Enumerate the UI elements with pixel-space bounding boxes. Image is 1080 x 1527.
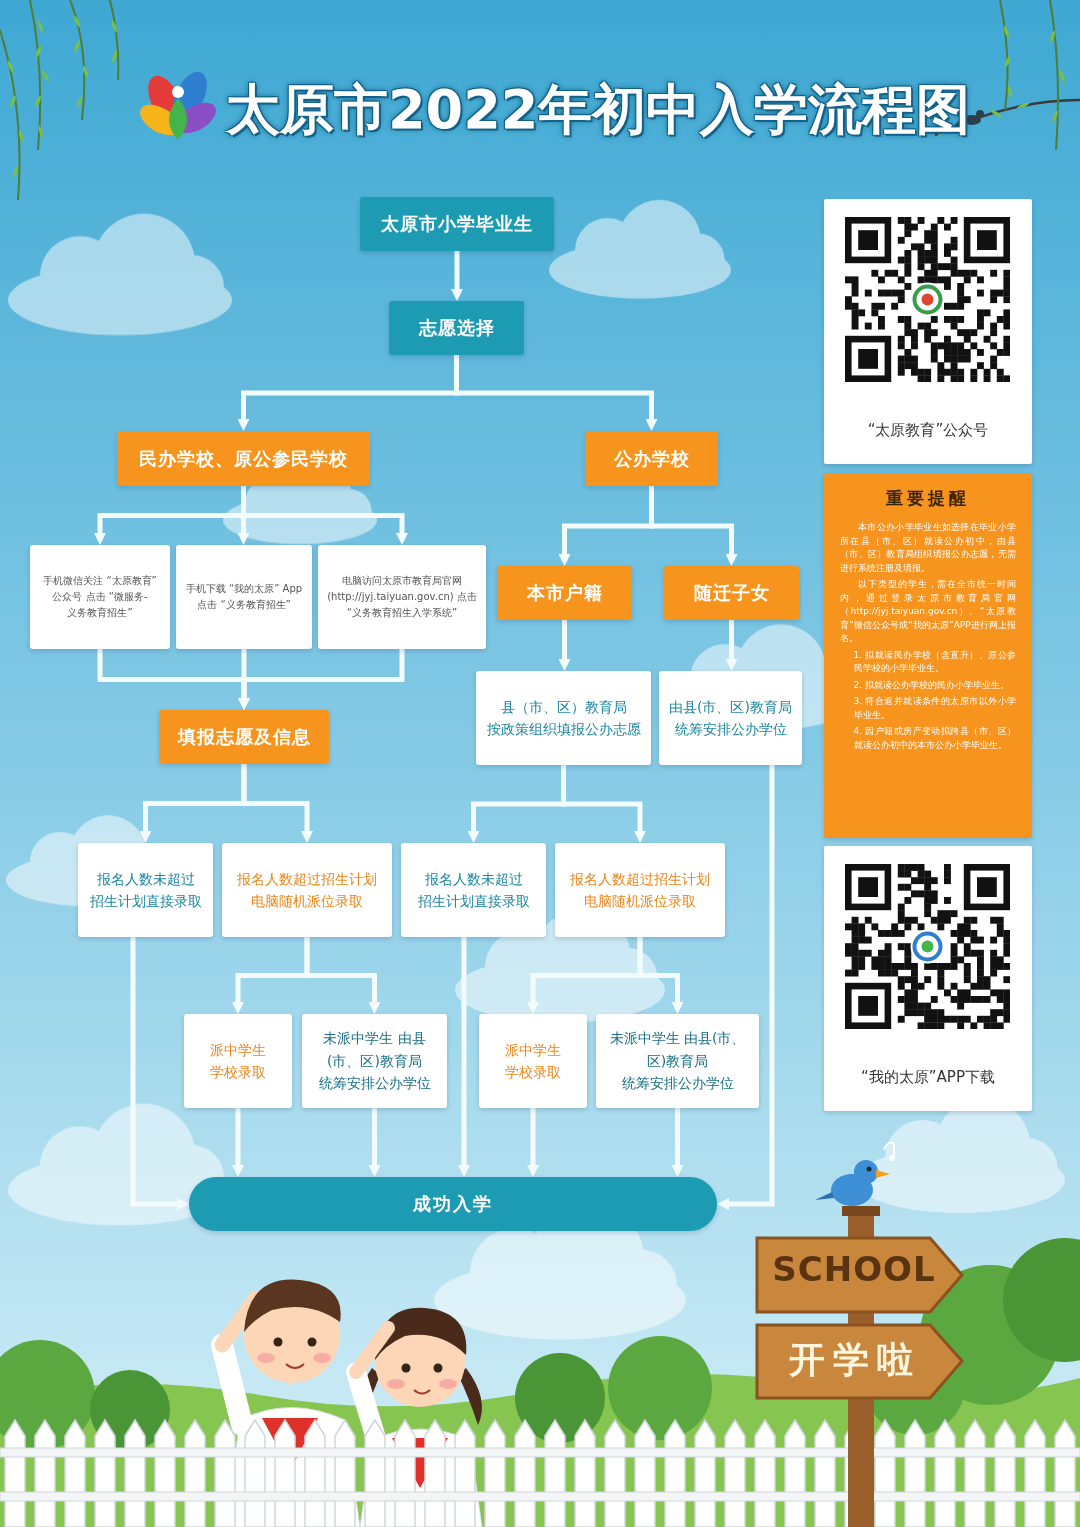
node-text: 太原市小学毕业生 — [381, 212, 533, 236]
node-text: 志愿选择 — [419, 316, 495, 340]
node-text: 县（市、区）教育局 按政策组织填报公办志愿 — [484, 696, 643, 741]
flow-arrow — [146, 764, 245, 831]
start-box: 太原市小学毕业生 — [360, 197, 554, 251]
step-box: 县（市、区）教育局 按政策组织填报公办志愿 — [476, 671, 651, 765]
process-box: 填报志愿及信息 — [159, 710, 329, 764]
node-text: 电脑访问太原市教育局官网 (http://jyj.taiyuan.gov.cn)… — [323, 573, 481, 621]
flow-arrow — [455, 251, 460, 289]
channel-box: 手机微信关注 “太原教育” 公众号 点击 “微服务-义务教育招生” — [30, 545, 170, 649]
flow-arrow — [244, 649, 402, 698]
flow-arrow — [133, 937, 177, 1204]
end-terminal: 成功入学 — [189, 1177, 717, 1231]
sign-label: 开学啦 — [770, 1336, 940, 1385]
flow-arrow — [100, 649, 244, 698]
result-box: 报名人数超过招生计划 电脑随机派位录取 — [222, 843, 392, 937]
willow-branch — [0, 0, 118, 200]
node-text: 4. 因户籍或房产变动拟跨县（市、区）就读公办初中的本市公办小学毕业生。 — [840, 725, 1016, 752]
signpost — [757, 1143, 962, 1527]
node-text: 未派中学生 由县(市、区)教育局 统筹安排公办学位 — [604, 1027, 751, 1094]
qr-card: “我的太原”APP下载 — [824, 846, 1032, 1111]
flow-arrow — [462, 937, 467, 1165]
node-text: 报名人数超过招生计划 电脑随机派位录取 — [230, 868, 384, 913]
flow-arrow — [244, 355, 457, 419]
node-text: 派中学生 学校录取 — [487, 1039, 579, 1084]
flow-arrow — [372, 1108, 377, 1165]
process-box: 志愿选择 — [389, 301, 524, 355]
sign-label: SCHOOL — [766, 1249, 942, 1289]
flow-arrow — [562, 620, 567, 659]
result-box: 派中学生 学校录取 — [479, 1014, 587, 1108]
flow-arrow — [238, 937, 307, 1002]
qr-code — [845, 864, 1010, 1029]
node-text: 1. 拟就读民办学校（含直升）、原公参民学校的小学毕业生。 — [840, 649, 1016, 676]
node-text: 民办学校、原公参民学校 — [139, 447, 348, 471]
node-text: 填报志愿及信息 — [178, 725, 311, 749]
node-text: 手机下载 “我的太原” App 点击 “义务教育招生” — [181, 581, 307, 613]
flow-arrow — [533, 937, 640, 1002]
result-box: 报名人数超过招生计划 电脑随机派位录取 — [555, 843, 725, 937]
result-box: 未派中学生 由县(市、区)教育局 统筹安排公办学位 — [302, 1014, 447, 1108]
flow-arrow — [244, 486, 403, 533]
channel-box: 电脑访问太原市教育局官网 (http://jyj.taiyuan.gov.cn)… — [318, 545, 486, 649]
flow-arrow — [565, 486, 652, 554]
node-text: 由县(市、区)教育局 统筹安排公办学位 — [667, 696, 794, 741]
category-box: 随迁子女 — [664, 566, 799, 620]
flow-arrow — [729, 765, 772, 1204]
notice-panel: 重要提醒本市公办小学毕业生如选择在毕业小学所在县（市、区）就读公办初中，由县（市… — [824, 473, 1032, 838]
result-box: 派中学生 学校录取 — [184, 1014, 292, 1108]
channel-box: 手机下载 “我的太原” App 点击 “义务教育招生” — [176, 545, 312, 649]
result-box: 报名人数未超过 招生计划直接录取 — [78, 843, 213, 937]
node-text: 派中学生 学校录取 — [192, 1039, 284, 1084]
clouds — [6, 200, 1065, 1340]
flow-arrow — [531, 1108, 536, 1165]
node-text: “我的太原”APP下载 — [861, 1068, 995, 1087]
qr-code — [845, 217, 1010, 382]
flow-arrow — [474, 765, 564, 831]
result-box: 未派中学生 由县(市、区)教育局 统筹安排公办学位 — [596, 1014, 759, 1108]
node-text: 随迁子女 — [694, 581, 770, 605]
qr-card: “太原教育”公众号 — [824, 199, 1032, 464]
flow-arrow — [564, 765, 641, 831]
diagram-title: 太原市2022年初中入学流程图 — [226, 74, 970, 147]
node-text: 本市公办小学毕业生如选择在毕业小学所在县（市、区）就读公办初中，由县（市、区）教… — [840, 521, 1016, 575]
node-text: 以下类型的学生，需在全市统一时间内，通过登录太原市教育局官网（http://jy… — [840, 578, 1016, 646]
flow-arrow — [729, 620, 734, 659]
node-text: 成功入学 — [413, 1192, 493, 1216]
flow-arrow — [457, 355, 652, 419]
flow-arrow — [244, 764, 307, 831]
node-text: 报名人数未超过 招生计划直接录取 — [409, 868, 538, 913]
category-box: 公办学校 — [585, 431, 718, 486]
flow-arrow — [236, 1108, 241, 1165]
result-box: 报名人数未超过 招生计划直接录取 — [401, 843, 546, 937]
node-text: 未派中学生 由县(市、区)教育局 统筹安排公办学位 — [310, 1027, 439, 1094]
node-text: 报名人数超过招生计划 电脑随机派位录取 — [563, 868, 717, 913]
logo-icon — [135, 67, 221, 142]
notice-heading: 重要提醒 — [840, 487, 1016, 509]
flow-arrow — [675, 1108, 680, 1165]
node-text: 报名人数未超过 招生计划直接录取 — [86, 868, 205, 913]
flow-arrow — [652, 486, 732, 554]
node-text: 本市户籍 — [527, 581, 603, 605]
step-box: 由县(市、区)教育局 统筹安排公办学位 — [659, 671, 802, 765]
node-text: 公办学校 — [614, 447, 690, 471]
fence — [0, 1418, 1080, 1527]
node-text: 手机微信关注 “太原教育” 公众号 点击 “微服务-义务教育招生” — [35, 573, 165, 621]
category-box: 本市户籍 — [497, 566, 632, 620]
category-box: 民办学校、原公参民学校 — [117, 431, 370, 486]
flow-arrow — [640, 937, 678, 1002]
flow-arrow — [100, 486, 244, 533]
willow-leaves — [6, 14, 118, 178]
node-text: 2. 拟就读公办学校的民办小学毕业生。 — [840, 679, 1016, 693]
node-text: “太原教育”公众号 — [868, 421, 989, 440]
node-text: 3. 符合返并就读条件的太原市以外小学毕业生。 — [840, 695, 1016, 722]
flow-arrow — [307, 937, 375, 1002]
